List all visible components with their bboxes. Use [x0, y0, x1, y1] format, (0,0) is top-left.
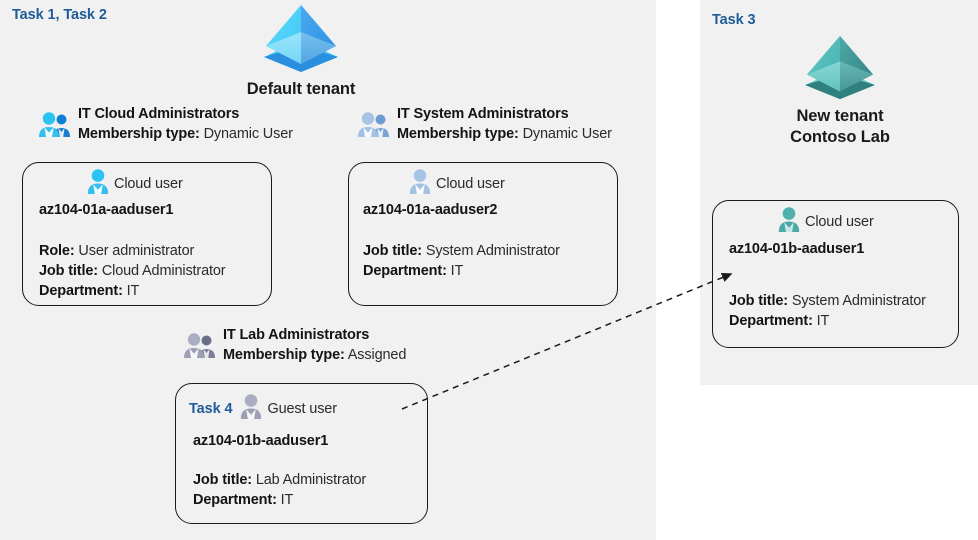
attr-value: System Administrator [425, 243, 560, 259]
group-membership: Membership type: Assigned [223, 345, 406, 366]
task-label-3: Task 3 [712, 12, 756, 28]
group-name: IT System Administrators [397, 106, 569, 122]
card-header: Cloud user [409, 169, 505, 199]
cloud-user-icon [409, 169, 431, 199]
user-type-label: Cloud user [805, 214, 874, 230]
card-header: Cloud user [87, 169, 183, 199]
attr-label: Department: [729, 313, 813, 329]
attr-label: Job title: [363, 243, 422, 259]
user-type-label: Guest user [267, 401, 337, 417]
membership-label: Membership type: [397, 125, 519, 142]
azure-ad-tenant-icon [226, 2, 376, 79]
user-type-label: Cloud user [114, 176, 183, 192]
attr-label: Department: [193, 492, 277, 508]
user-card-aaduser1: Cloud user az104-01a-aaduser1 Role: User… [22, 162, 272, 306]
card-task-label: Task 4 [189, 401, 233, 417]
default-tenant-block: Default tenant [226, 2, 376, 100]
card-username: az104-01a-aaduser2 [363, 202, 498, 218]
attr-value: Lab Administrator [255, 472, 367, 488]
attr-row: Department: IT [39, 281, 226, 301]
attr-label: Department: [363, 263, 447, 279]
group-name: IT Lab Administrators [223, 327, 370, 343]
attr-label: Role: [39, 243, 75, 259]
attr-value: User administrator [78, 243, 195, 259]
group-it-cloud-administrators: IT Cloud Administrators Membership type:… [38, 106, 293, 145]
membership-label: Membership type: [223, 346, 345, 363]
card-username: az104-01b-aaduser1 [729, 241, 865, 257]
group-users-icon [183, 333, 217, 364]
group-it-system-administrators: IT System Administrators Membership type… [357, 106, 612, 145]
group-it-lab-administrators: IT Lab Administrators Membership type: A… [183, 327, 406, 366]
default-tenant-title: Default tenant [246, 80, 356, 98]
attr-label: Job title: [193, 472, 252, 488]
group-name: IT Cloud Administrators [78, 106, 240, 122]
card-attributes: Job title: Lab Administrator Department:… [193, 470, 366, 510]
new-tenant-block: New tenant Contoso Lab [742, 33, 938, 148]
guest-user-icon [240, 394, 262, 424]
card-header: Task 4 Guest user [189, 394, 337, 424]
new-tenant-title-line1: New tenant [796, 107, 884, 125]
membership-value: Dynamic User [522, 125, 612, 142]
attr-value: System Administrator [791, 293, 926, 309]
user-card-new-tenant-user: Cloud user az104-01b-aaduser1 Job title:… [712, 200, 959, 348]
attr-label: Job title: [39, 263, 98, 279]
attr-row: Job title: Lab Administrator [193, 470, 366, 490]
card-attributes: Job title: System Administrator Departme… [363, 241, 560, 281]
attr-row: Job title: Cloud Administrator [39, 261, 226, 281]
group-membership: Membership type: Dynamic User [78, 124, 293, 145]
user-card-aaduser2: Cloud user az104-01a-aaduser2 Job title:… [348, 162, 618, 306]
card-header: Cloud user [778, 207, 874, 237]
attr-row: Department: IT [193, 490, 366, 510]
attr-row: Job title: System Administrator [729, 291, 926, 311]
attr-value: IT [816, 313, 830, 329]
new-tenant-title-line2: Contoso Lab [790, 128, 890, 147]
attr-value: Cloud Administrator [101, 263, 226, 279]
attr-row: Department: IT [729, 311, 926, 331]
attr-value: IT [280, 492, 294, 508]
group-users-icon [38, 112, 72, 143]
cloud-user-icon [778, 207, 800, 237]
default-tenant-panel [0, 0, 656, 540]
attr-row: Job title: System Administrator [363, 241, 560, 261]
user-card-guest: Task 4 Guest user az104-01b-aaduser1 Job… [175, 383, 428, 524]
card-username: az104-01b-aaduser1 [193, 433, 329, 449]
attr-value: IT [126, 283, 140, 299]
membership-value: Assigned [347, 346, 407, 363]
attr-row: Department: IT [363, 261, 560, 281]
user-type-label: Cloud user [436, 176, 505, 192]
group-membership: Membership type: Dynamic User [397, 124, 612, 145]
membership-label: Membership type: [78, 125, 200, 142]
membership-value: Dynamic User [203, 125, 293, 142]
attr-label: Job title: [729, 293, 788, 309]
group-users-icon [357, 112, 391, 143]
azure-ad-tenant-icon [742, 33, 938, 106]
card-attributes: Role: User administrator Job title: Clou… [39, 241, 226, 301]
attr-row: Role: User administrator [39, 241, 226, 261]
card-attributes: Job title: System Administrator Departme… [729, 291, 926, 331]
cloud-user-icon [87, 169, 109, 199]
card-username: az104-01a-aaduser1 [39, 202, 174, 218]
task-label-1-2: Task 1, Task 2 [12, 7, 107, 23]
attr-label: Department: [39, 283, 123, 299]
attr-value: IT [450, 263, 464, 279]
